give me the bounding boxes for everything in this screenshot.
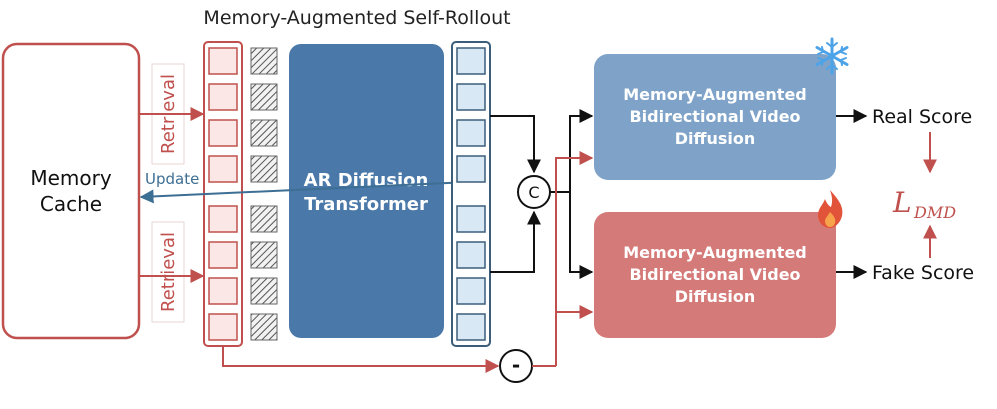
snowflake-icon	[815, 37, 849, 75]
output-to-concat-top	[490, 115, 541, 174]
output-token-cells	[456, 47, 486, 341]
memory-token	[208, 83, 238, 111]
flame-icon	[818, 190, 843, 228]
output-token	[456, 277, 486, 305]
ar-transformer-label-2: Transformer	[304, 194, 428, 215]
fake-model-label-3: Diffusion	[675, 287, 756, 306]
real-score-model-box	[594, 54, 836, 180]
memory-token	[208, 47, 238, 75]
output-token	[456, 313, 486, 341]
memory-cache-label: Memory	[30, 166, 112, 190]
noise-token-column	[250, 47, 278, 341]
noise-token	[250, 119, 278, 147]
noise-token	[250, 277, 278, 305]
fake-score-model-box	[594, 212, 836, 338]
real-model-label-2: Bidirectional Video	[629, 107, 800, 126]
noise-token	[250, 83, 278, 111]
dmd-loss: L DMD	[892, 186, 956, 222]
fake-model-label-2: Bidirectional Video	[629, 265, 800, 284]
minus-symbol: -	[512, 353, 520, 377]
real-score-label: Real Score	[872, 106, 972, 128]
memory-token	[208, 313, 238, 341]
memory-token-cells	[208, 47, 238, 341]
memory-token	[208, 205, 238, 233]
noise-token	[250, 205, 278, 233]
update-arrow	[139, 181, 471, 204]
output-token	[456, 205, 486, 233]
output-token-column	[451, 41, 491, 347]
noise-token	[250, 313, 278, 341]
memory-cache-label-2: Cache	[40, 192, 102, 216]
noise-token	[250, 241, 278, 269]
retrieval-bottom-box	[151, 221, 185, 323]
concat-symbol: C	[528, 183, 539, 202]
diagram-title: Memory-Augmented Self-Rollout	[203, 7, 510, 29]
real-model-label-3: Diffusion	[675, 129, 756, 148]
output-token	[456, 155, 486, 183]
update-label: Update	[145, 170, 199, 188]
loss-symbol: L	[892, 186, 912, 219]
memory-cache-box	[1, 42, 141, 340]
output-token	[456, 119, 486, 147]
memory-token	[208, 155, 238, 183]
real-model-label-1: Memory-Augmented	[623, 85, 807, 104]
loss-subscript: DMD	[913, 203, 956, 222]
concat-to-fake-model	[569, 192, 594, 279]
output-to-concat-bottom	[490, 210, 541, 273]
fake-score-label: Fake Score	[872, 262, 974, 284]
noise-token	[250, 155, 278, 183]
output-token	[456, 241, 486, 269]
memory-to-real-model	[555, 151, 594, 366]
memory-token	[208, 241, 238, 269]
ar-diffusion-transformer-box	[289, 44, 444, 338]
output-token	[456, 47, 486, 75]
concat-to-real-model	[569, 109, 594, 192]
output-token	[456, 83, 486, 111]
retrieval-bottom-label: Retrieval	[158, 232, 179, 312]
memory-to-minus-line	[222, 346, 500, 373]
memory-token	[208, 277, 238, 305]
memory-token	[208, 119, 238, 147]
noise-token	[250, 47, 278, 75]
fake-model-label-1: Memory-Augmented	[623, 243, 807, 262]
